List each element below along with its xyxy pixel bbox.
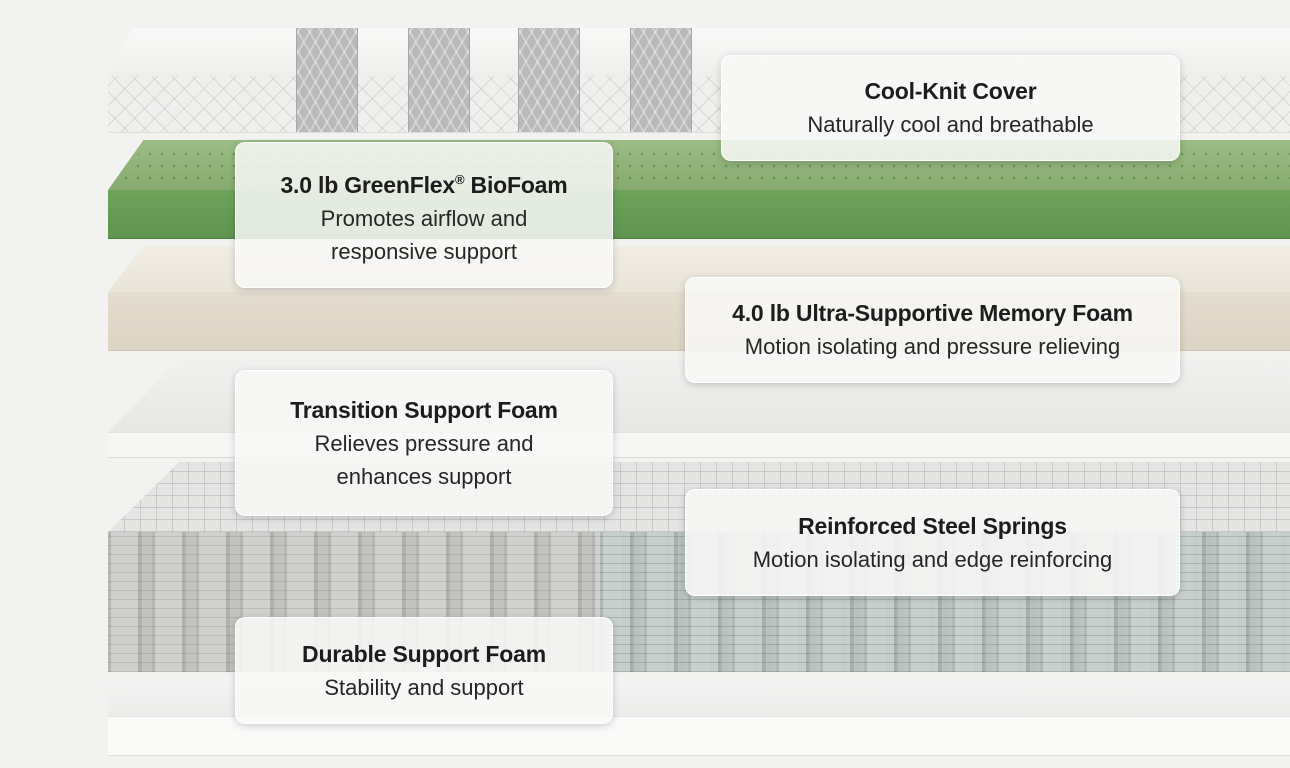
cover-stripe xyxy=(408,28,470,132)
layer-title: Cool-Knit Cover xyxy=(864,75,1036,108)
layer-title: 4.0 lb Ultra-Supportive Memory Foam xyxy=(732,297,1133,330)
layer-description: Naturally cool and breathable xyxy=(807,108,1093,141)
layer-title: 3.0 lb GreenFlex® BioFoam xyxy=(280,163,567,202)
label-reinforced-steel-springs: Reinforced Steel Springs Motion isolatin… xyxy=(685,489,1180,596)
registered-mark: ® xyxy=(455,172,464,187)
label-memory-foam: 4.0 lb Ultra-Supportive Memory Foam Moti… xyxy=(685,277,1180,383)
layer-title: Durable Support Foam xyxy=(302,638,546,671)
layer-description: responsive support xyxy=(331,235,517,268)
cover-stripe xyxy=(630,28,692,132)
label-cool-knit-cover: Cool-Knit Cover Naturally cool and breat… xyxy=(721,55,1180,161)
layer-title: Reinforced Steel Springs xyxy=(798,510,1067,543)
layer-description: Motion isolating and pressure relieving xyxy=(745,330,1120,363)
cover-stripe xyxy=(296,28,358,132)
layer-description: Motion isolating and edge reinforcing xyxy=(753,543,1113,576)
label-durable-support-foam: Durable Support Foam Stability and suppo… xyxy=(235,617,613,724)
layer-description: Relieves pressure and xyxy=(315,427,534,460)
layer-description: Promotes airflow and xyxy=(321,202,528,235)
cover-stripe xyxy=(518,28,580,132)
label-transition-support-foam: Transition Support Foam Relieves pressur… xyxy=(235,370,613,516)
layer-description: enhances support xyxy=(337,460,512,493)
label-greenflex-biofoam: 3.0 lb GreenFlex® BioFoam Promotes airfl… xyxy=(235,142,613,288)
layer-description: Stability and support xyxy=(324,671,523,704)
layer-title: Transition Support Foam xyxy=(290,394,558,427)
